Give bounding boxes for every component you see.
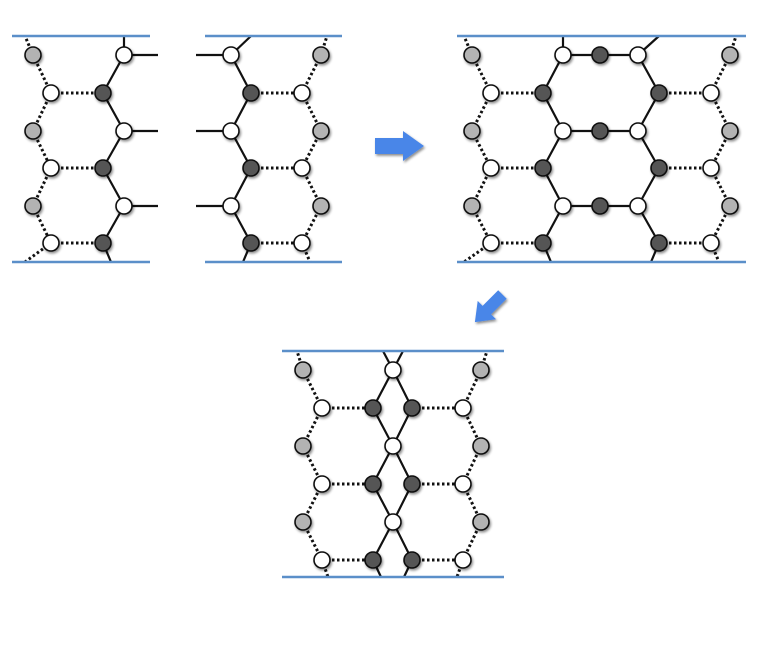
white-node	[222, 46, 240, 64]
dark-node	[94, 159, 112, 177]
white-node	[293, 234, 311, 252]
white-node	[313, 475, 331, 493]
gray-node	[24, 197, 42, 215]
white-node	[293, 159, 311, 177]
gray-node	[721, 122, 739, 140]
dark-node	[591, 122, 609, 140]
gray-node	[472, 513, 490, 531]
dark-node	[591, 46, 609, 64]
white-node	[554, 122, 572, 140]
dotted-bond	[295, 350, 305, 371]
white-node	[222, 197, 240, 215]
white-node	[629, 197, 647, 215]
dark-node	[94, 84, 112, 102]
gray-node	[463, 197, 481, 215]
dark-node	[650, 234, 668, 252]
dotted-bond	[455, 559, 465, 578]
white-node	[313, 399, 331, 417]
white-node	[629, 122, 647, 140]
dotted-bond	[479, 350, 489, 371]
arrow-down-left-icon	[474, 290, 507, 323]
white-node	[313, 551, 331, 569]
dotted-bond	[709, 242, 721, 263]
dark-node	[94, 234, 112, 252]
gray-node	[312, 122, 330, 140]
dotted-bond	[300, 242, 312, 263]
gray-node	[472, 437, 490, 455]
white-node	[454, 475, 472, 493]
gray-node	[472, 361, 490, 379]
white-node	[42, 159, 60, 177]
dotted-bond	[23, 35, 35, 56]
white-node	[115, 122, 133, 140]
dotted-bond	[320, 559, 330, 578]
gray-node	[312, 46, 330, 64]
dark-node	[242, 159, 260, 177]
gray-node	[294, 361, 312, 379]
white-node	[554, 46, 572, 64]
arrow-right-icon	[375, 131, 424, 161]
dark-node	[534, 234, 552, 252]
white-node	[42, 84, 60, 102]
gray-node	[463, 122, 481, 140]
white-node	[115, 46, 133, 64]
dark-node	[403, 399, 421, 417]
white-node	[293, 84, 311, 102]
white-node	[384, 437, 402, 455]
dark-node	[242, 84, 260, 102]
dark-node	[242, 234, 260, 252]
dark-node	[403, 551, 421, 569]
white-node	[482, 234, 500, 252]
dark-node	[403, 475, 421, 493]
gray-node	[24, 46, 42, 64]
white-node	[554, 197, 572, 215]
dotted-bond	[462, 35, 474, 56]
dark-node	[534, 84, 552, 102]
gray-node	[721, 46, 739, 64]
dotted-bond	[728, 35, 738, 56]
white-node	[629, 46, 647, 64]
white-node	[384, 361, 402, 379]
dark-node	[364, 399, 382, 417]
white-node	[454, 399, 472, 417]
gray-node	[294, 513, 312, 531]
white-node	[702, 159, 720, 177]
dark-node	[591, 197, 609, 215]
white-node	[454, 551, 472, 569]
white-node	[42, 234, 60, 252]
dark-node	[364, 551, 382, 569]
gray-node	[294, 437, 312, 455]
dark-node	[534, 159, 552, 177]
dark-node	[650, 159, 668, 177]
white-node	[222, 122, 240, 140]
dark-node	[364, 475, 382, 493]
white-node	[115, 197, 133, 215]
gray-node	[463, 46, 481, 64]
white-node	[482, 159, 500, 177]
gray-node	[312, 197, 330, 215]
gray-node	[721, 197, 739, 215]
gray-node	[24, 122, 42, 140]
dotted-bond	[319, 35, 329, 56]
white-node	[384, 513, 402, 531]
white-node	[482, 84, 500, 102]
white-node	[702, 84, 720, 102]
dark-node	[650, 84, 668, 102]
white-node	[702, 234, 720, 252]
